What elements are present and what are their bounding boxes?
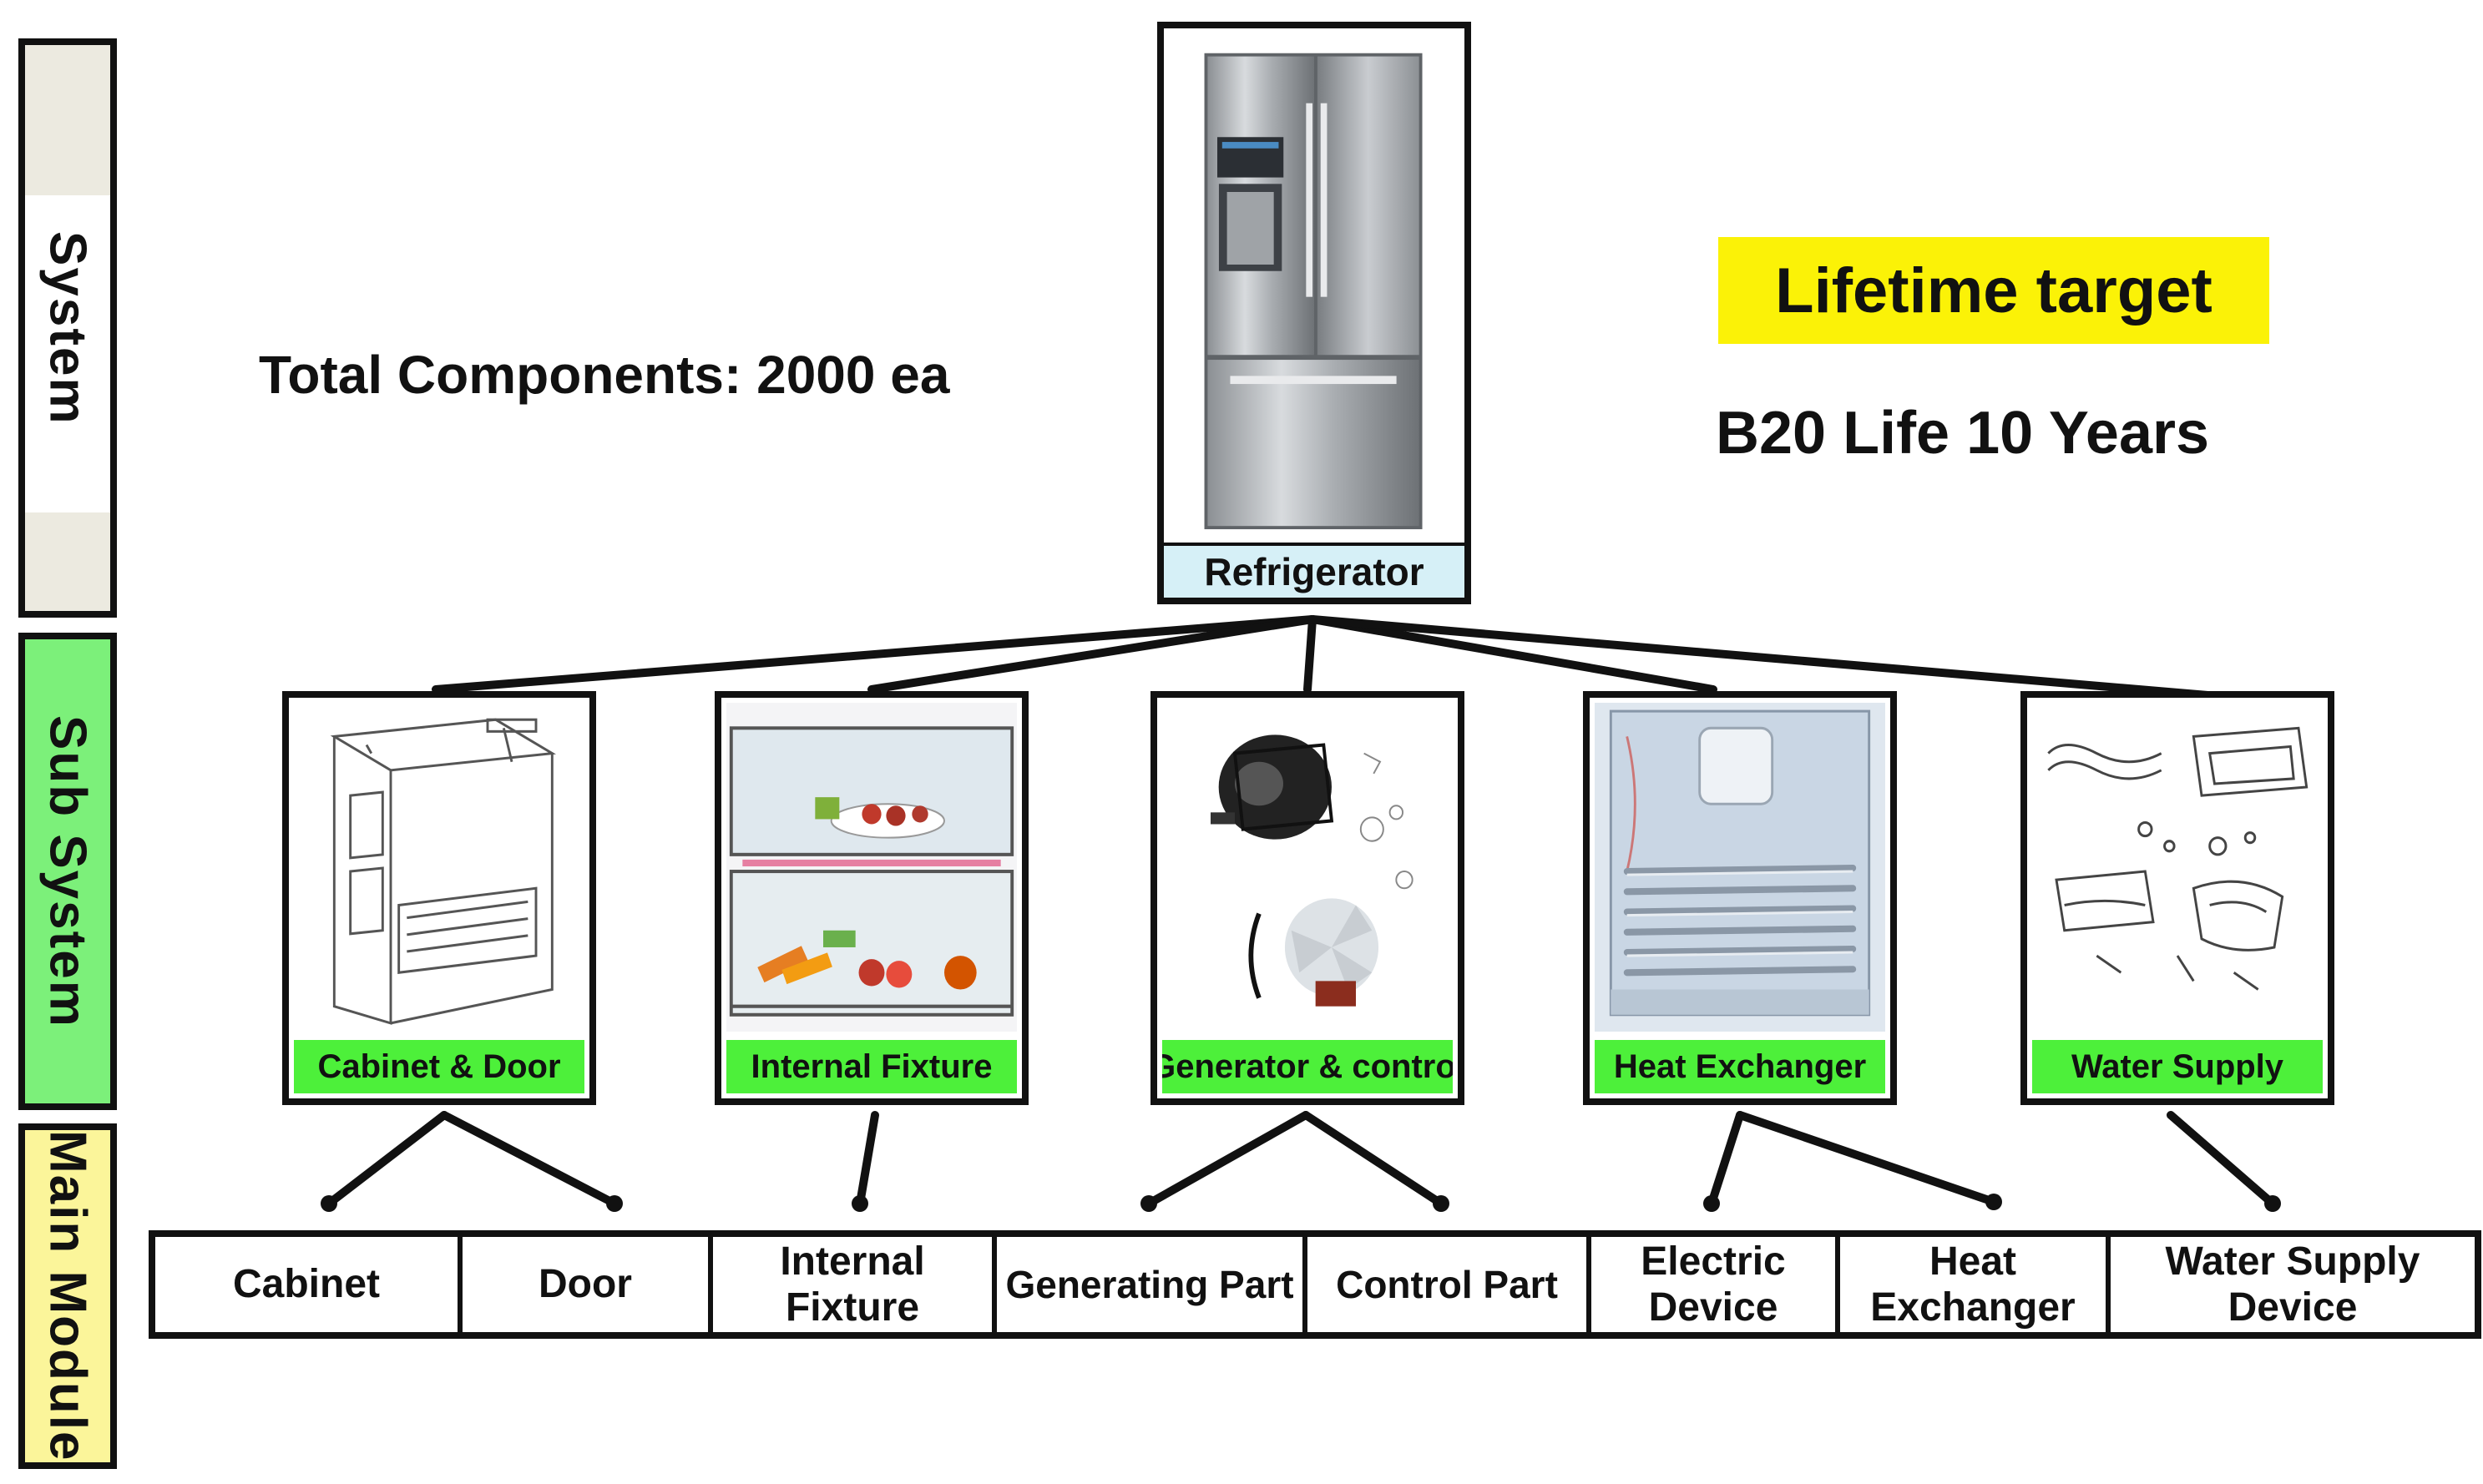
main-module-electric-device: Electric Device [1591,1237,1840,1332]
level-label-main-module: Main Module [38,1130,97,1462]
sub-system-node-internal-fixture: Internal Fixture [715,691,1029,1105]
level-label-system: System [38,230,97,426]
b20-life-text: B20 Life 10 Years [1716,400,2210,467]
connector-dot [606,1195,623,1212]
cabinet-door-image [330,718,556,1025]
internal-fixture-image [726,703,1017,1032]
sub-system-node-generator-control: Generator & control [1150,691,1464,1105]
total-components-text: Total Components: 2000 ea [259,345,950,405]
connector-cabinet-to-cabinet [325,1111,448,1208]
sub-system-label: Generator & control [1162,1040,1453,1093]
connector-heat-to-exchanger [1736,1111,1998,1206]
connector-generator-to-control [1302,1111,1445,1208]
connector-dot [321,1195,337,1212]
heat-exchanger-image [1595,703,1885,1032]
generator-control-image [1211,734,1413,1007]
connector-system-to-internal [867,615,1317,694]
sub-system-node-water-supply: Water Supply [2020,691,2334,1105]
connector-system-to-heat [1308,615,1717,694]
main-module-row: Cabinet Door Internal Fixture Generating… [149,1230,2481,1339]
connector-cabinet-to-door [440,1111,619,1208]
connector-internal-to-fixture [856,1111,879,1208]
main-module-internal-fixture: Internal Fixture [713,1237,997,1332]
lifetime-target-text: Lifetime target [1775,255,2212,326]
connector-generator-to-generating [1145,1111,1310,1208]
connector-heat-to-electric [1707,1111,1744,1208]
level-band-sub-system: Sub System [18,633,117,1110]
sub-system-label: Heat Exchanger [1595,1040,1885,1093]
main-module-heat-exchanger: Heat Exchanger [1840,1237,2111,1332]
sub-system-node-cabinet-door: Cabinet & Door [282,691,596,1105]
connector-dot [1703,1195,1720,1212]
main-module-generating-part: Generating Part [997,1237,1307,1332]
main-module-cabinet: Cabinet [155,1237,463,1332]
connector-water-to-device [2167,1111,2277,1208]
level-band-main-module: Main Module [18,1123,117,1469]
connector-dot [2264,1195,2281,1212]
sub-system-label: Internal Fixture [726,1040,1017,1093]
connector-system-to-cabinet [432,615,1317,694]
main-module-water-supply-device: Water Supply Device [2165,1239,2420,1330]
connector-dot [1140,1195,1157,1212]
sub-system-label: Cabinet & Door [294,1040,584,1093]
connector-dot [1985,1194,2002,1210]
system-node-refrigerator: Refrigerator [1157,22,1471,604]
connector-system-to-water [1308,615,2222,700]
refrigerator-image [1204,53,1423,530]
level-band-system: System [18,38,117,618]
sub-system-label: Water Supply [2032,1040,2323,1093]
sub-system-node-heat-exchanger: Heat Exchanger [1583,691,1897,1105]
water-supply-image [2047,726,2309,991]
connector-system-to-generator [1303,615,1317,694]
system-label: Refrigerator [1164,543,1464,598]
lifetime-target-badge: Lifetime target [1718,237,2269,344]
main-module-control-part: Control Part [1307,1237,1591,1332]
main-module-door: Door [463,1237,713,1332]
connector-dot [852,1195,868,1212]
level-label-sub-system: Sub System [38,714,97,1028]
connector-dot [1433,1195,1449,1212]
